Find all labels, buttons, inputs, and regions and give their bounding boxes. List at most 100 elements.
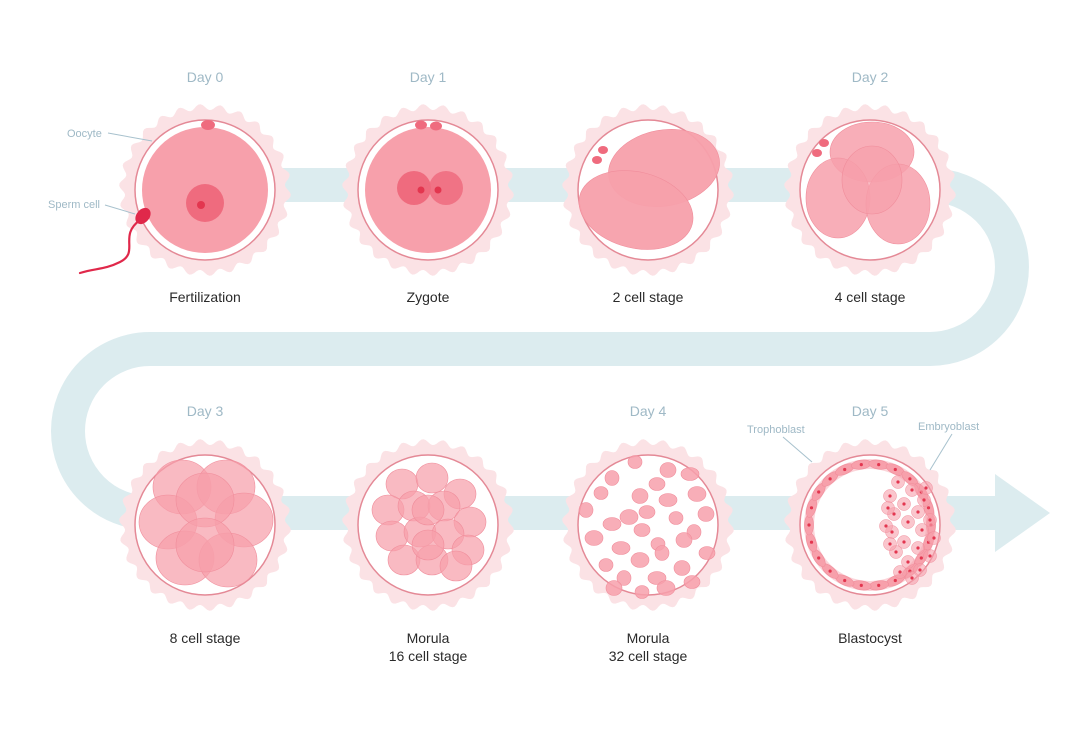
stage-7-cell bbox=[562, 439, 734, 611]
stage-8-label: Blastocyst bbox=[838, 630, 902, 646]
sperm-head bbox=[135, 207, 151, 225]
sperm-cell-leader-line bbox=[104, 204, 136, 215]
sperm-tail bbox=[78, 218, 142, 275]
stage-1-cell bbox=[119, 104, 291, 276]
trophoblast-nucleus bbox=[877, 583, 881, 588]
blastomere bbox=[616, 570, 632, 586]
embryoblast-nucleus bbox=[920, 528, 924, 532]
blastomere bbox=[648, 477, 666, 491]
nucleus-dot bbox=[197, 201, 205, 209]
stage-4-label: 4 cell stage bbox=[835, 289, 906, 305]
pronucleus-dot bbox=[417, 186, 425, 194]
stage-4-cell bbox=[784, 104, 956, 276]
trophoblast-leader-line bbox=[782, 436, 813, 463]
blastomere bbox=[604, 470, 620, 486]
pronucleus bbox=[397, 171, 431, 205]
nucleus bbox=[186, 184, 224, 222]
blastomere bbox=[578, 170, 694, 250]
embryoblast-nucleus bbox=[928, 518, 932, 522]
stage-5-label: 8 cell stage bbox=[170, 630, 241, 646]
trophoblast-nucleus bbox=[893, 578, 897, 583]
embryoblast-nucleus bbox=[932, 536, 936, 540]
trophoblast-nucleus bbox=[908, 477, 912, 481]
blastomere bbox=[683, 575, 701, 589]
embryoblast-nucleus bbox=[910, 576, 914, 580]
blastomere bbox=[698, 546, 716, 560]
blastomere bbox=[593, 486, 609, 500]
embryoblast-nucleus bbox=[906, 520, 910, 524]
blastomere bbox=[578, 502, 594, 518]
blastomere bbox=[631, 488, 649, 504]
blastomere bbox=[605, 580, 623, 596]
trophoblast-nucleus bbox=[843, 578, 847, 583]
embryoblast-leader-line bbox=[929, 433, 953, 471]
blastomere bbox=[411, 494, 445, 526]
blastomere bbox=[627, 455, 643, 469]
embryoblast-nucleus bbox=[890, 530, 894, 534]
trophoblast-nucleus bbox=[828, 569, 832, 573]
stage-6-label: Morula bbox=[407, 630, 450, 646]
blastomere bbox=[584, 530, 604, 546]
embryoblast-nucleus bbox=[922, 498, 926, 502]
embryoblast-nucleus bbox=[916, 546, 920, 550]
trophoblast-nucleus bbox=[926, 506, 931, 510]
stage-2-day: Day 1 bbox=[410, 69, 447, 85]
polar-body bbox=[201, 120, 215, 130]
embryoblast-nucleus bbox=[918, 568, 922, 572]
trophoblast-nucleus bbox=[843, 467, 847, 472]
blastomere bbox=[439, 550, 473, 582]
polar-body bbox=[430, 121, 442, 131]
trophoblast-nucleus bbox=[919, 556, 923, 560]
blastomere bbox=[668, 511, 684, 525]
stage-2-cell bbox=[342, 104, 514, 276]
embryoblast-nucleus bbox=[896, 480, 900, 484]
blastomere bbox=[602, 517, 622, 531]
blastomere bbox=[675, 532, 693, 548]
embryoblast-nucleus bbox=[906, 560, 910, 564]
stage-8-day: Day 5 bbox=[852, 403, 889, 419]
blastomere bbox=[175, 517, 235, 573]
embryoblast-nucleus bbox=[928, 554, 932, 558]
blastomere bbox=[411, 529, 445, 561]
embryoblast-nucleus bbox=[894, 550, 898, 554]
trophoblast-nucleus bbox=[817, 490, 821, 494]
blastomere bbox=[658, 493, 678, 507]
blastomere bbox=[611, 541, 631, 555]
embryoblast-nucleus bbox=[892, 512, 896, 516]
stage-6-cell bbox=[342, 439, 514, 611]
blastomere bbox=[598, 558, 614, 572]
stage-8-cell bbox=[784, 439, 956, 611]
trophoblast-nucleus bbox=[828, 477, 832, 481]
blastomere bbox=[654, 545, 670, 561]
stage-3-cell bbox=[562, 104, 734, 276]
stage-5-cell bbox=[119, 439, 291, 611]
blastomere bbox=[697, 506, 715, 522]
annotation-leaders bbox=[104, 132, 953, 471]
trophoblast-nucleus bbox=[807, 523, 811, 527]
sperm-cell-annotation: Sperm cell bbox=[48, 199, 100, 211]
trophoblast-nucleus bbox=[877, 463, 881, 467]
pronucleus bbox=[429, 171, 463, 205]
flow-arrowhead bbox=[995, 474, 1050, 552]
blastomere bbox=[619, 509, 639, 525]
stage-1-label: Fertilization bbox=[169, 289, 241, 305]
polar-body bbox=[415, 120, 427, 130]
trophoblast-nucleus bbox=[893, 467, 897, 472]
trophoblast-nucleus bbox=[817, 556, 821, 560]
trophoblast-nucleus bbox=[859, 463, 863, 467]
stage-1-day: Day 0 bbox=[187, 69, 224, 85]
polar-body bbox=[819, 139, 829, 147]
embryoblast-nucleus bbox=[910, 488, 914, 492]
oocyte-leader-line bbox=[107, 132, 153, 142]
embryoblast-nucleus bbox=[888, 494, 892, 498]
trophoblast-nucleus bbox=[859, 583, 863, 588]
embryoblast-nucleus bbox=[902, 540, 906, 544]
stage-2-label: Zygote bbox=[407, 289, 450, 305]
polar-body bbox=[812, 149, 822, 157]
stage-7-label: Morula bbox=[627, 630, 670, 646]
polar-body bbox=[592, 156, 602, 164]
flow-path bbox=[51, 168, 1029, 530]
blastomere bbox=[634, 585, 650, 599]
stage-3-label: 2 cell stage bbox=[613, 289, 684, 305]
